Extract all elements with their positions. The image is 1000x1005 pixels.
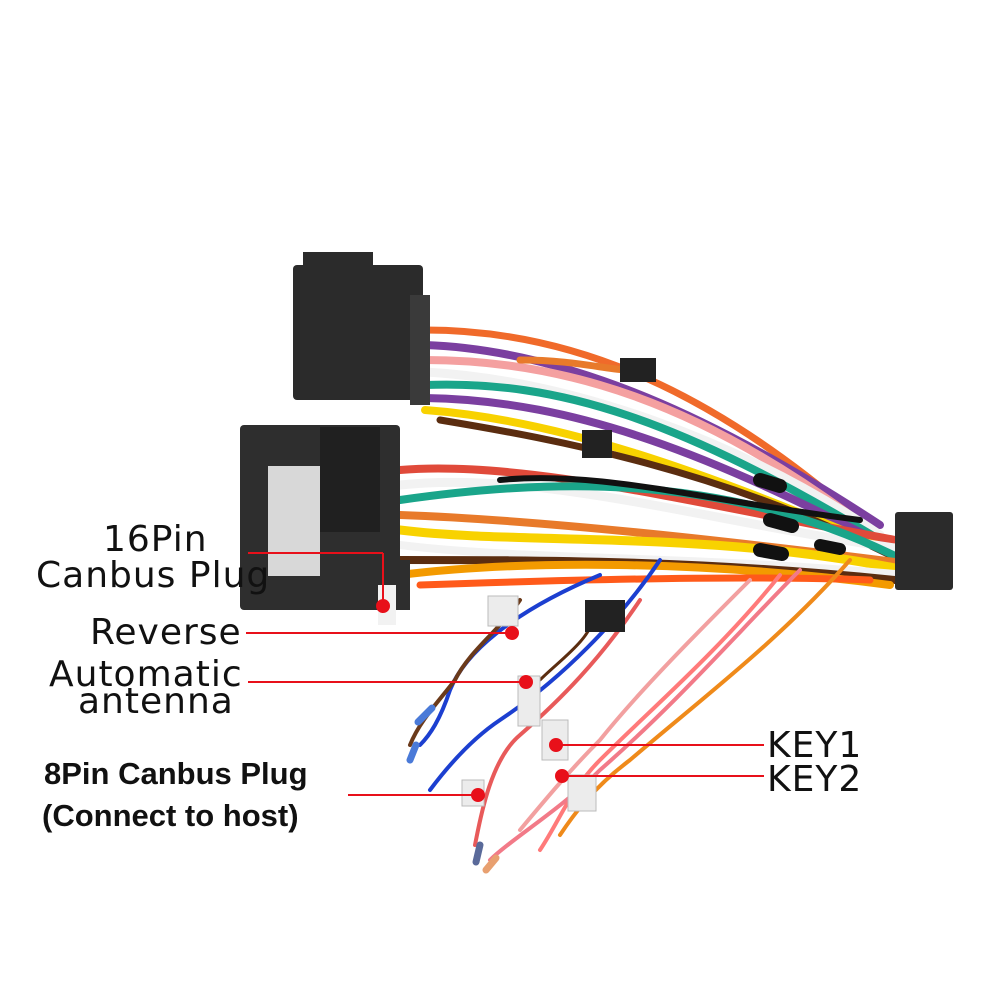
callout-dot-8pin <box>471 788 485 802</box>
connector-right <box>895 512 953 590</box>
callout-dot-16pin <box>376 599 390 613</box>
callout-dot-antenna <box>519 675 533 689</box>
label-antenna-line2: antenna <box>78 681 234 722</box>
label-antenna-line1: Automatic <box>49 654 243 695</box>
label-8pin-line1: 8Pin Canbus Plug <box>44 756 308 791</box>
label-reverse: Reverse <box>90 612 242 653</box>
label-16pin-line1: 16Pin <box>103 519 208 560</box>
connector-16pin-large <box>240 425 410 625</box>
callouts <box>246 552 764 802</box>
wire-tips <box>406 704 500 874</box>
wire-tags <box>461 595 597 812</box>
label-key1: KEY1 <box>767 725 863 766</box>
callout-dot-reverse <box>505 626 519 640</box>
label-key2: KEY2 <box>767 759 863 800</box>
callout-dot-key1 <box>549 738 563 752</box>
small-connectors <box>582 358 656 632</box>
connector-20pin-top <box>293 252 430 405</box>
label-16pin-line2: Canbus Plug <box>36 555 271 596</box>
callout-dot-key2 <box>555 769 569 783</box>
wire-bundle <box>395 326 900 862</box>
label-8pin-line2: (Connect to host) <box>42 798 299 833</box>
